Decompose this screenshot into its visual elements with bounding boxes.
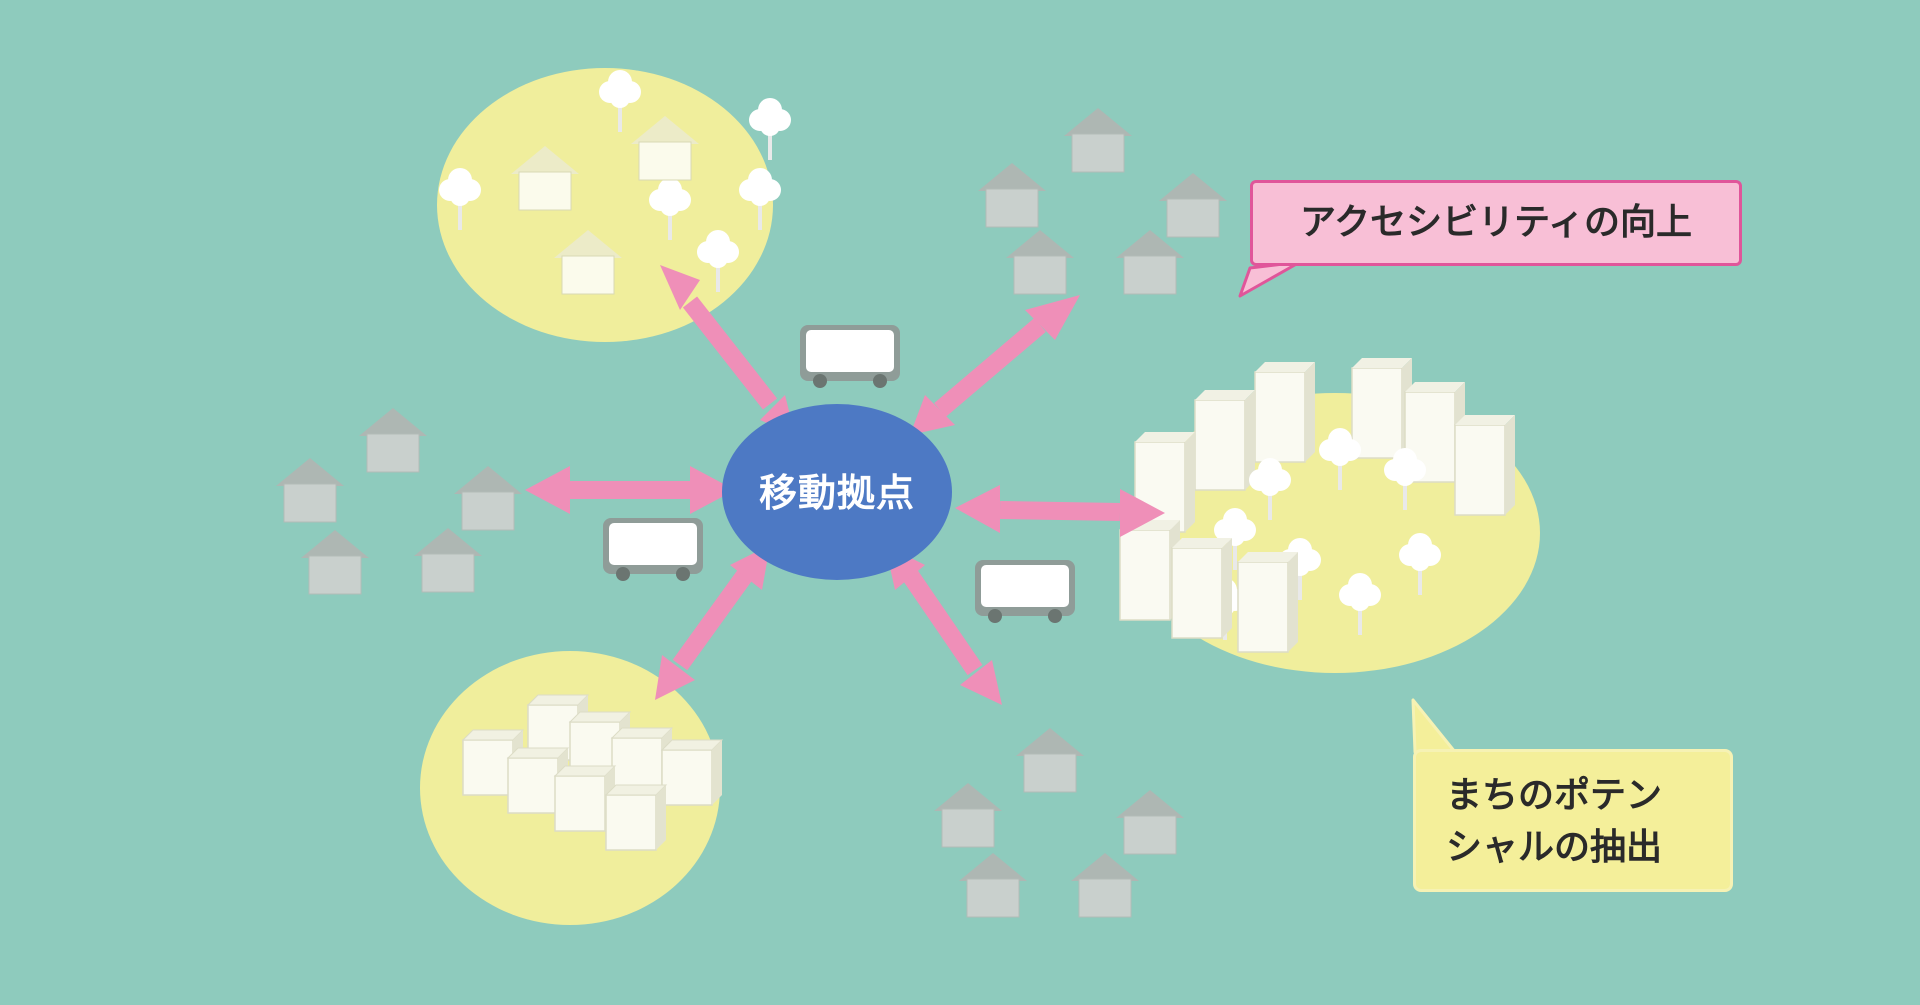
building-icon <box>605 784 667 851</box>
house-icon <box>1015 727 1085 793</box>
arrow-head <box>690 466 735 514</box>
house-icon <box>977 162 1047 228</box>
building-icon <box>1351 357 1413 459</box>
callout-tail-potential <box>1411 698 1457 754</box>
double-arrow-icon <box>682 296 778 410</box>
house-icon <box>1005 229 1075 295</box>
callout-potential-line2: シャルの抽出 <box>1446 827 1663 868</box>
hub-label: 移動拠点 <box>758 471 915 515</box>
double-arrow-icon <box>934 318 1046 417</box>
house-icon <box>1115 789 1185 855</box>
vehicle-icon <box>603 518 703 581</box>
double-arrow-icon <box>672 569 753 671</box>
house-cluster-top-right <box>977 107 1228 295</box>
house-icon <box>933 782 1003 848</box>
house-icon <box>358 407 428 473</box>
house-icon <box>1158 172 1228 238</box>
building-icon <box>1237 551 1299 653</box>
building-icon <box>1119 519 1181 621</box>
house-cluster-bottom <box>933 727 1185 918</box>
building-icon <box>1194 389 1256 491</box>
building-icon <box>1171 537 1233 639</box>
arrow-head <box>660 265 700 310</box>
house-icon <box>300 529 370 595</box>
callout-potential: まちのポテン シャルの抽出 <box>1413 749 1733 892</box>
arrow-head <box>910 395 955 435</box>
mobility-hub <box>722 404 952 580</box>
double-arrow-icon <box>902 569 983 676</box>
house-cluster-left <box>275 407 523 595</box>
arrow-head <box>525 466 570 514</box>
callout-tail-accessibility <box>1238 260 1302 298</box>
house-icon <box>1070 852 1140 918</box>
building-icon <box>1254 361 1316 463</box>
arrow-head <box>960 660 1002 705</box>
house-icon <box>1063 107 1133 173</box>
arrow-head <box>955 485 1000 533</box>
vehicle-icon <box>975 560 1075 623</box>
vehicle-icon <box>800 325 900 388</box>
arrow-head <box>1120 489 1165 537</box>
double-arrow-icon <box>999 501 1121 521</box>
zone-park-housing <box>437 68 773 342</box>
callout-accessibility: アクセシビリティの向上 <box>1250 180 1742 266</box>
house-icon <box>275 457 345 523</box>
house-icon <box>413 527 483 593</box>
callout-potential-line1: まちのポテン <box>1446 775 1663 816</box>
building-icon <box>1454 414 1516 516</box>
arrow-head <box>1025 295 1080 340</box>
house-icon <box>1115 229 1185 295</box>
house-icon <box>958 852 1028 918</box>
house-icon <box>453 465 523 531</box>
arrow-head <box>655 655 695 700</box>
building-icon <box>661 739 723 806</box>
connection-arrows <box>525 265 1165 705</box>
